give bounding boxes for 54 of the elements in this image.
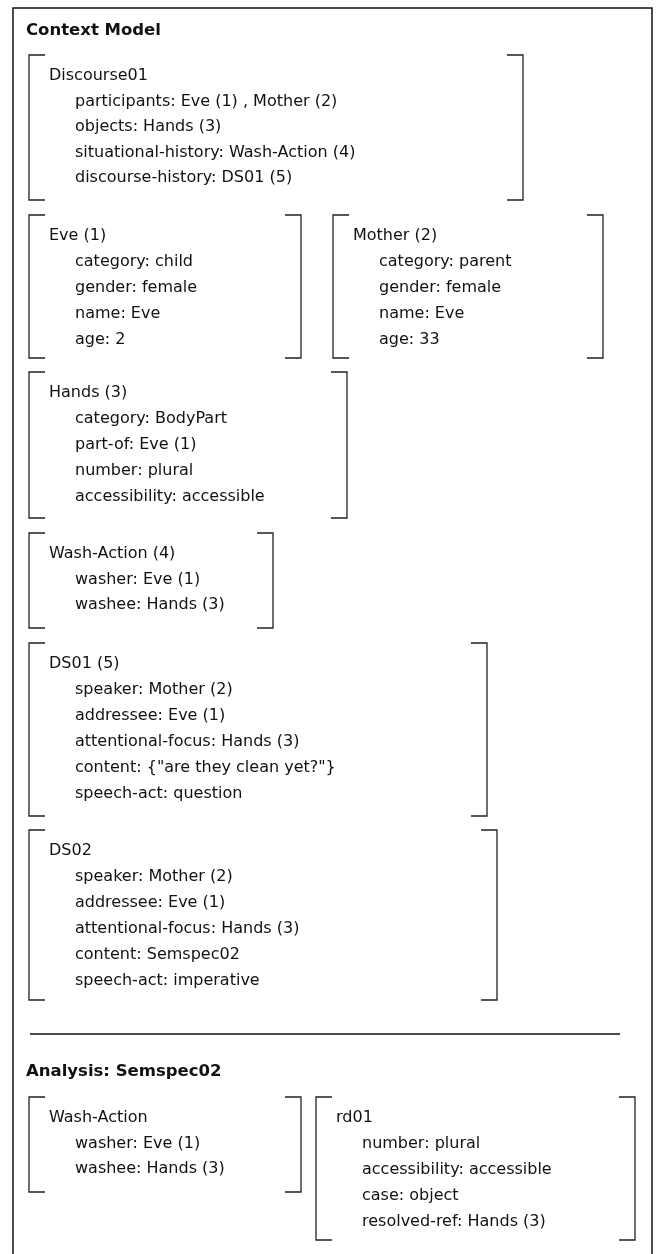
attribute-line: name: Eve <box>75 303 161 322</box>
matrix-heading: Discourse01 <box>49 65 148 84</box>
attribute-line: content: Semspec02 <box>75 944 240 963</box>
attribute-line: number: plural <box>75 460 194 479</box>
attribute-line: addressee: Eve (1) <box>75 892 226 911</box>
feature-matrix <box>29 215 301 358</box>
matrix-heading: Hands (3) <box>49 382 128 401</box>
attribute-line: discourse-history: DS01 (5) <box>75 167 293 186</box>
matrix-heading: Wash-Action (4) <box>49 543 176 562</box>
feature-matrix <box>29 533 273 628</box>
attribute-line: category: child <box>75 251 193 270</box>
attribute-line: gender: female <box>379 277 502 296</box>
attribute-line: speaker: Mother (2) <box>75 679 233 698</box>
attribute-line: number: plural <box>362 1133 481 1152</box>
feature-matrix <box>29 1097 301 1192</box>
feature-matrix <box>333 215 603 358</box>
feature-matrix <box>29 830 497 1000</box>
attribute-line: washee: Hands (3) <box>75 594 225 613</box>
matrix-heading: DS01 (5) <box>49 653 120 672</box>
matrix-heading: DS02 <box>49 840 92 859</box>
attribute-line: age: 2 <box>75 329 126 348</box>
feature-matrix <box>29 372 347 518</box>
attribute-line: category: BodyPart <box>75 408 227 427</box>
attribute-line: category: parent <box>379 251 512 270</box>
feature-matrix <box>29 643 487 816</box>
attribute-line: gender: female <box>75 277 198 296</box>
section-heading: Context Model <box>26 20 161 39</box>
attribute-line: washer: Eve (1) <box>75 1132 201 1152</box>
attribute-line: speech-act: question <box>75 783 243 802</box>
attribute-line: attentional-focus: Hands (3) <box>75 731 300 750</box>
attribute-line: situational-history: Wash-Action (4) <box>75 141 356 161</box>
matrix-heading: Eve (1) <box>49 225 107 244</box>
attribute-line: washee: Hands (3) <box>75 1158 225 1177</box>
attribute-line: washer: Eve (1) <box>75 568 201 588</box>
attribute-line: name: Eve <box>379 303 465 322</box>
matrix-heading: Mother (2) <box>353 225 438 244</box>
attribute-line: speech-act: imperative <box>75 970 260 989</box>
attribute-line: objects: Hands (3) <box>75 116 222 135</box>
attribute-line: case: object <box>362 1185 459 1204</box>
feature-matrix <box>29 55 523 200</box>
attribute-line: resolved-ref: Hands (3) <box>362 1211 546 1230</box>
feature-matrix <box>316 1097 635 1240</box>
attribute-line: addressee: Eve (1) <box>75 705 226 724</box>
matrix-heading: Wash-Action <box>49 1107 148 1126</box>
attribute-line: participants: Eve (1) , Mother (2) <box>75 90 338 110</box>
attribute-line: part-of: Eve (1) <box>75 434 197 453</box>
attribute-line: attentional-focus: Hands (3) <box>75 918 300 937</box>
section-heading: Analysis: Semspec02 <box>26 1061 222 1080</box>
attribute-line: age: 33 <box>379 329 440 348</box>
attribute-line: accessibility: accessible <box>75 486 265 505</box>
matrix-heading: rd01 <box>336 1107 373 1126</box>
attribute-line: content: {"are they clean yet?"} <box>75 757 336 776</box>
attribute-line: accessibility: accessible <box>362 1159 552 1178</box>
attribute-line: speaker: Mother (2) <box>75 866 233 885</box>
